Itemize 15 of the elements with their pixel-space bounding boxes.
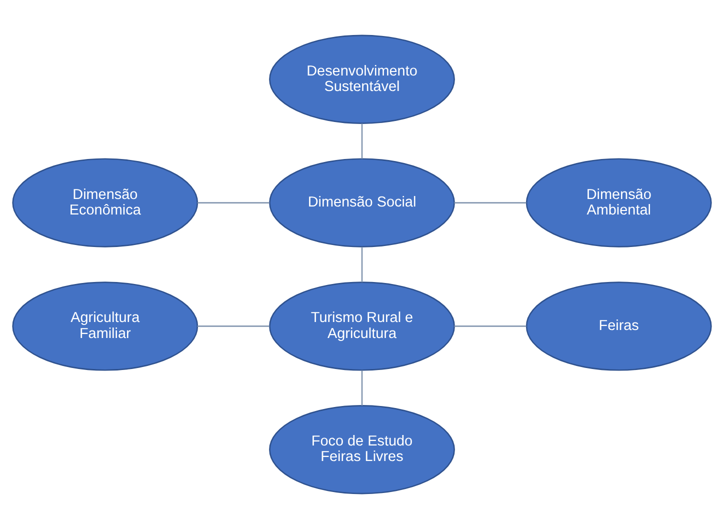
- node-ellipse: Dimensão Ambiental: [526, 158, 712, 248]
- node-ellipse: Dimensão Econômica: [12, 158, 198, 248]
- node-ellipse: Dimensão Social: [269, 158, 455, 248]
- node-ellipse: Agricultura Familiar: [12, 282, 198, 371]
- connector: [361, 124, 363, 159]
- connector: [454, 202, 526, 204]
- connector: [197, 326, 270, 327]
- node-ellipse: Turismo Rural e Agricultura: [269, 282, 455, 371]
- connector: [454, 326, 526, 327]
- node-ellipse: Foco de Estudo Feiras Livres: [269, 405, 455, 494]
- node-ellipse: Desenvolvimento Sustentável: [269, 34, 455, 124]
- connector: [361, 246, 363, 282]
- connector: [361, 370, 363, 406]
- connector: [197, 202, 270, 204]
- node-ellipse: Feiras: [526, 282, 712, 371]
